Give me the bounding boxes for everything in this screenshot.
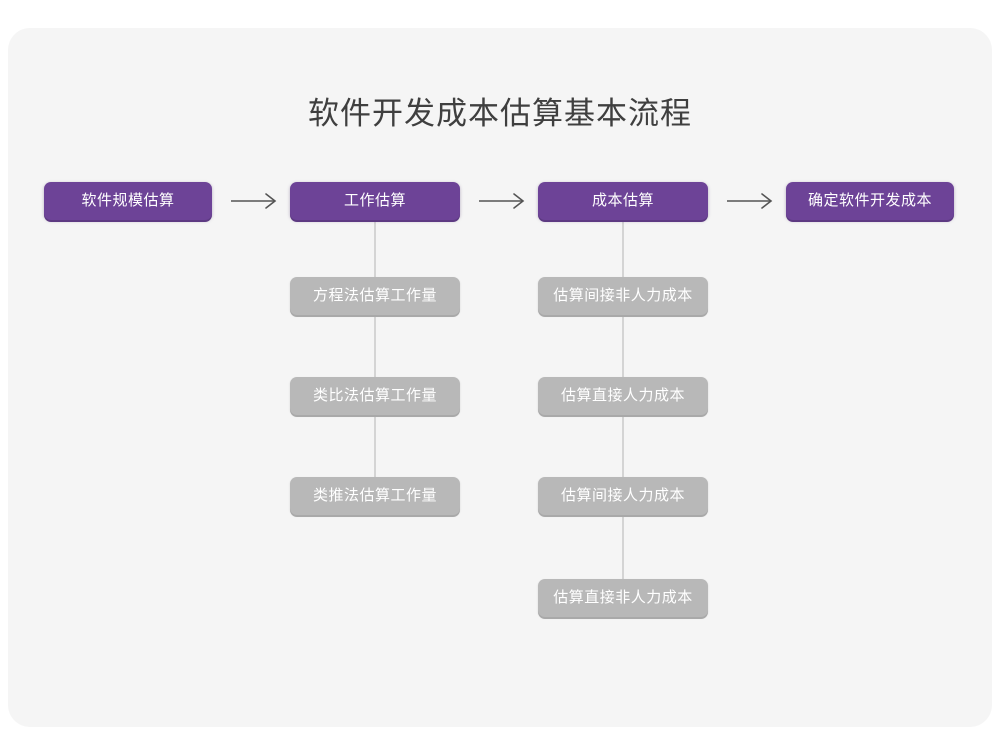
node-stage-4[interactable]: 确定软件开发成本 bbox=[786, 182, 954, 220]
node-effort-2[interactable]: 类比法估算工作量 bbox=[290, 377, 460, 415]
arrow-right-icon-3 bbox=[726, 191, 778, 211]
diagram-card bbox=[8, 28, 992, 727]
arrow-right-icon-2 bbox=[478, 191, 530, 211]
arrow-right-icon-1 bbox=[230, 191, 282, 211]
node-effort-3[interactable]: 类推法估算工作量 bbox=[290, 477, 460, 515]
page-title: 软件开发成本估算基本流程 bbox=[308, 96, 692, 131]
node-stage-3[interactable]: 成本估算 bbox=[538, 182, 708, 220]
node-cost-1[interactable]: 估算间接非人力成本 bbox=[538, 277, 708, 315]
node-cost-4[interactable]: 估算直接非人力成本 bbox=[538, 579, 708, 617]
node-cost-2[interactable]: 估算直接人力成本 bbox=[538, 377, 708, 415]
node-effort-1[interactable]: 方程法估算工作量 bbox=[290, 277, 460, 315]
connector-line-stage-2 bbox=[374, 212, 376, 500]
node-stage-1[interactable]: 软件规模估算 bbox=[44, 182, 212, 220]
node-stage-2[interactable]: 工作估算 bbox=[290, 182, 460, 220]
node-cost-3[interactable]: 估算间接人力成本 bbox=[538, 477, 708, 515]
